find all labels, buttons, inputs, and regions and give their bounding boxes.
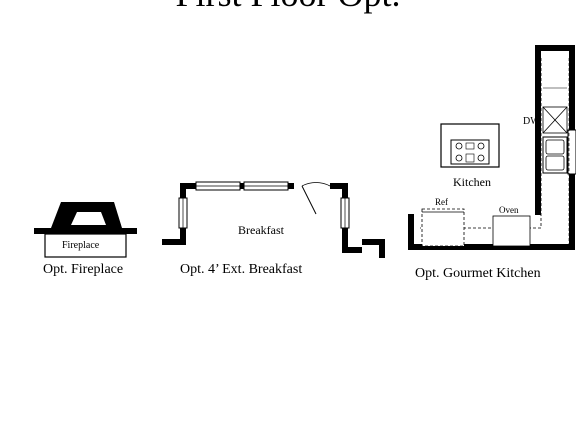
kitchen-caption: Opt. Gourmet Kitchen bbox=[415, 266, 541, 281]
breakfast-room-label: Breakfast bbox=[238, 223, 284, 237]
dishwasher-label: DW bbox=[523, 116, 540, 127]
fireplace-drawing bbox=[34, 202, 137, 258]
breakfast-drawing bbox=[162, 181, 385, 258]
oven-label: Oven bbox=[499, 205, 519, 215]
kitchen-room-label: Kitchen bbox=[453, 175, 491, 189]
fireplace-caption: Opt. Fireplace bbox=[43, 262, 124, 277]
kitchen-drawing bbox=[408, 45, 576, 250]
breakfast-caption: Opt. 4’ Ext. Breakfast bbox=[180, 262, 303, 277]
refrigerator-label: Ref bbox=[435, 197, 448, 207]
fireplace-label: Fireplace bbox=[62, 240, 100, 251]
page-title: First Floor Opt. bbox=[0, 0, 576, 12]
